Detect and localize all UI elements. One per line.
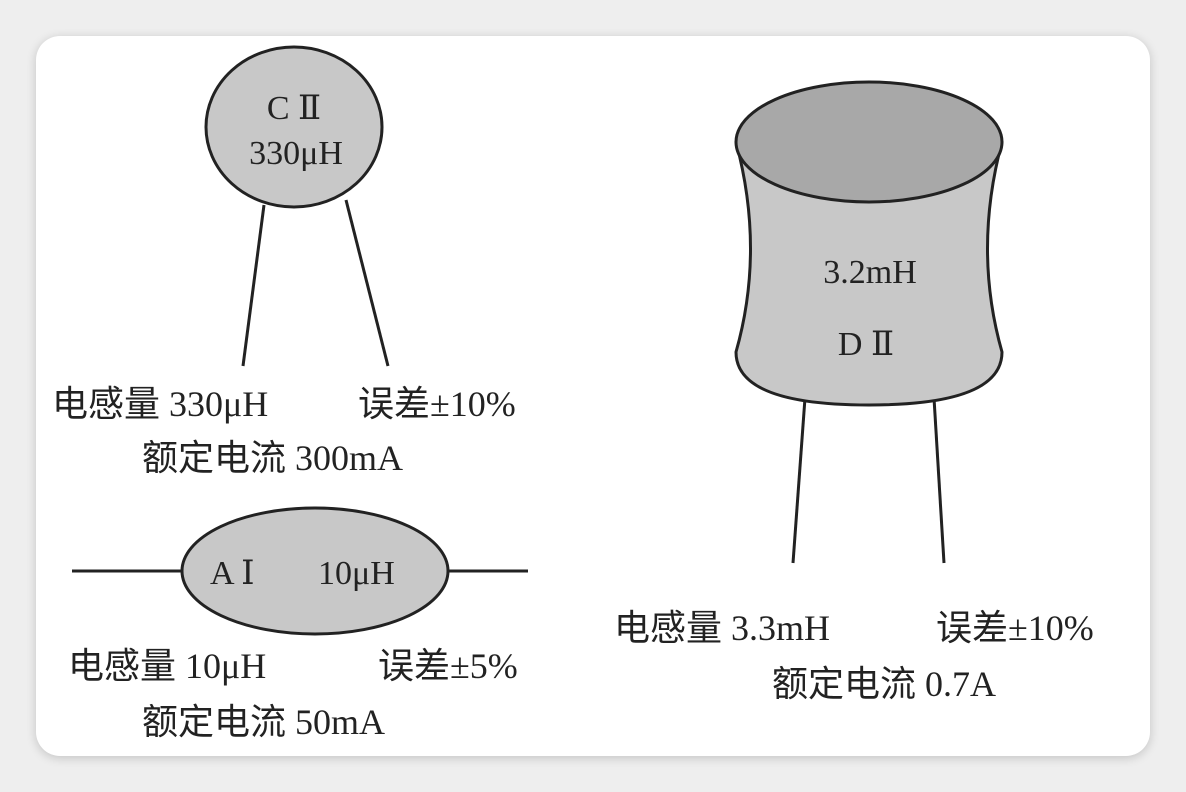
inductor-d-top: [734, 80, 1004, 204]
inductor-a-body: [180, 506, 450, 636]
inductor-a-marking-right: 10μH: [318, 555, 395, 592]
inductor-c-body: [204, 45, 384, 209]
inductor-d-rated-current-label: 额定电流 0.7A: [772, 664, 996, 704]
inductor-c-marking-line1: C Ⅱ: [267, 90, 321, 127]
inductor-c-tolerance-label: 误差±10%: [358, 384, 516, 424]
inductor-d-body: [734, 140, 1004, 407]
inductor-a-inductance-label: 电感量 10μH: [68, 646, 266, 686]
inductor-d-lead-right: [932, 397, 946, 564]
inductor-d-marking-line1: 3.2mH: [823, 254, 917, 291]
inductor-c-rated-current-label: 额定电流 300mA: [142, 438, 403, 478]
inductor-c-marking-line2: 330μH: [249, 135, 343, 172]
inductor-a-tolerance-label: 误差±5%: [378, 646, 518, 686]
inductor-c-lead-right: [344, 199, 390, 367]
inductor-a-rated-current-label: 额定电流 50mA: [142, 702, 385, 742]
inductor-c: C Ⅱ 330μH 电感量 330μH 误差±10% 额定电流 300mA: [52, 45, 516, 478]
inductor-c-lead-left: [241, 204, 266, 367]
inductor-c-inductance-label: 电感量 330μH: [52, 384, 268, 424]
inductor-d-lead-left: [791, 397, 807, 564]
inductor-d-marking-line2: D Ⅱ: [838, 326, 894, 363]
inductor-d-tolerance-label: 误差±10%: [936, 608, 1094, 648]
inductor-a-marking-left: A Ⅰ: [210, 555, 255, 592]
inductor-d-inductance-label: 电感量 3.3mH: [614, 608, 830, 648]
inductor-a: A Ⅰ 10μH 电感量 10μH 误差±5% 额定电流 50mA: [68, 506, 528, 742]
inductor-d: 3.2mH D Ⅱ 电感量 3.3mH 误差±10% 额定电流 0.7A: [614, 80, 1094, 704]
